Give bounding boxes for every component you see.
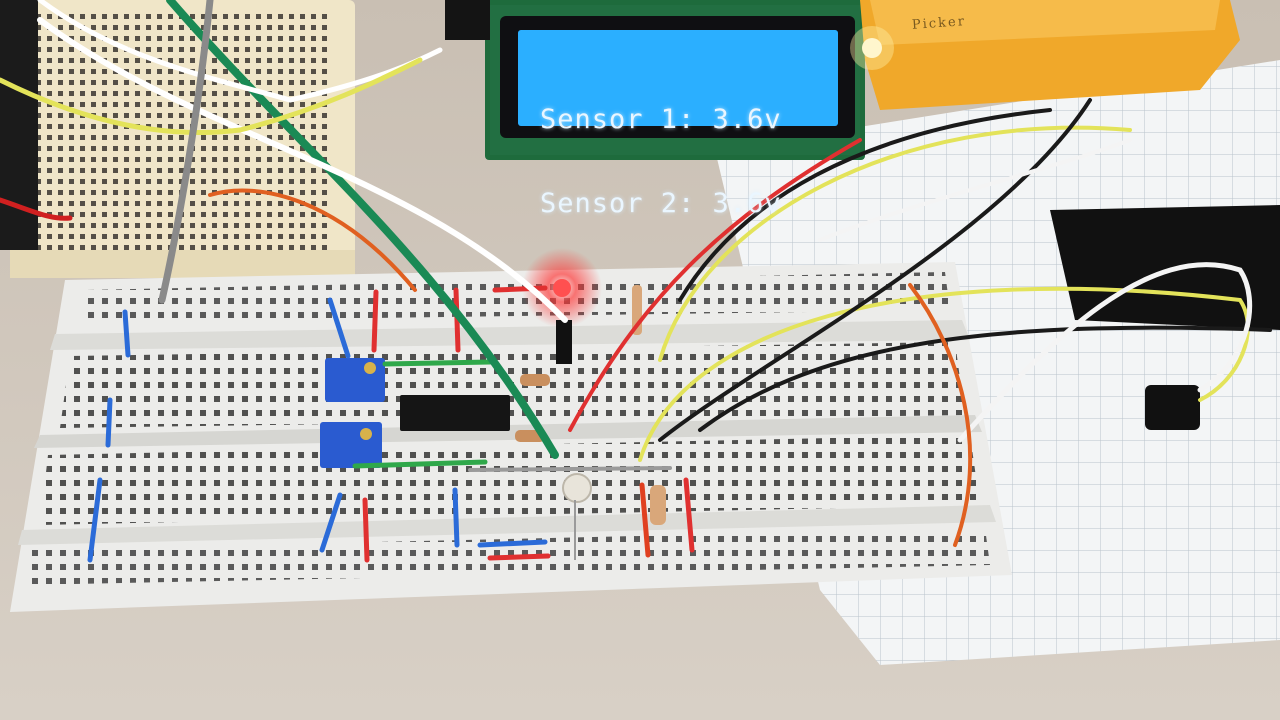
lcd-line-1: Sensor 1: 3.6v — [540, 104, 782, 135]
jumper-wires-short — [87, 285, 695, 563]
jumper-wires-long — [0, 0, 1272, 547]
lcd-module — [445, 0, 865, 160]
red-led — [522, 248, 602, 364]
lcd-line-2: Sensor 2: 3.6v — [540, 188, 782, 219]
lcd-display-text: Sensor 1: 3.6v Sensor 2: 3.6v — [540, 50, 840, 246]
yellow-device — [850, 0, 1240, 110]
potentiometer-bottom — [320, 422, 382, 468]
black-sensor-head — [1145, 385, 1200, 430]
main-breadboard — [10, 262, 1012, 612]
ic-chip — [400, 395, 510, 431]
clear-led — [562, 473, 592, 560]
potentiometer-top — [325, 358, 385, 402]
